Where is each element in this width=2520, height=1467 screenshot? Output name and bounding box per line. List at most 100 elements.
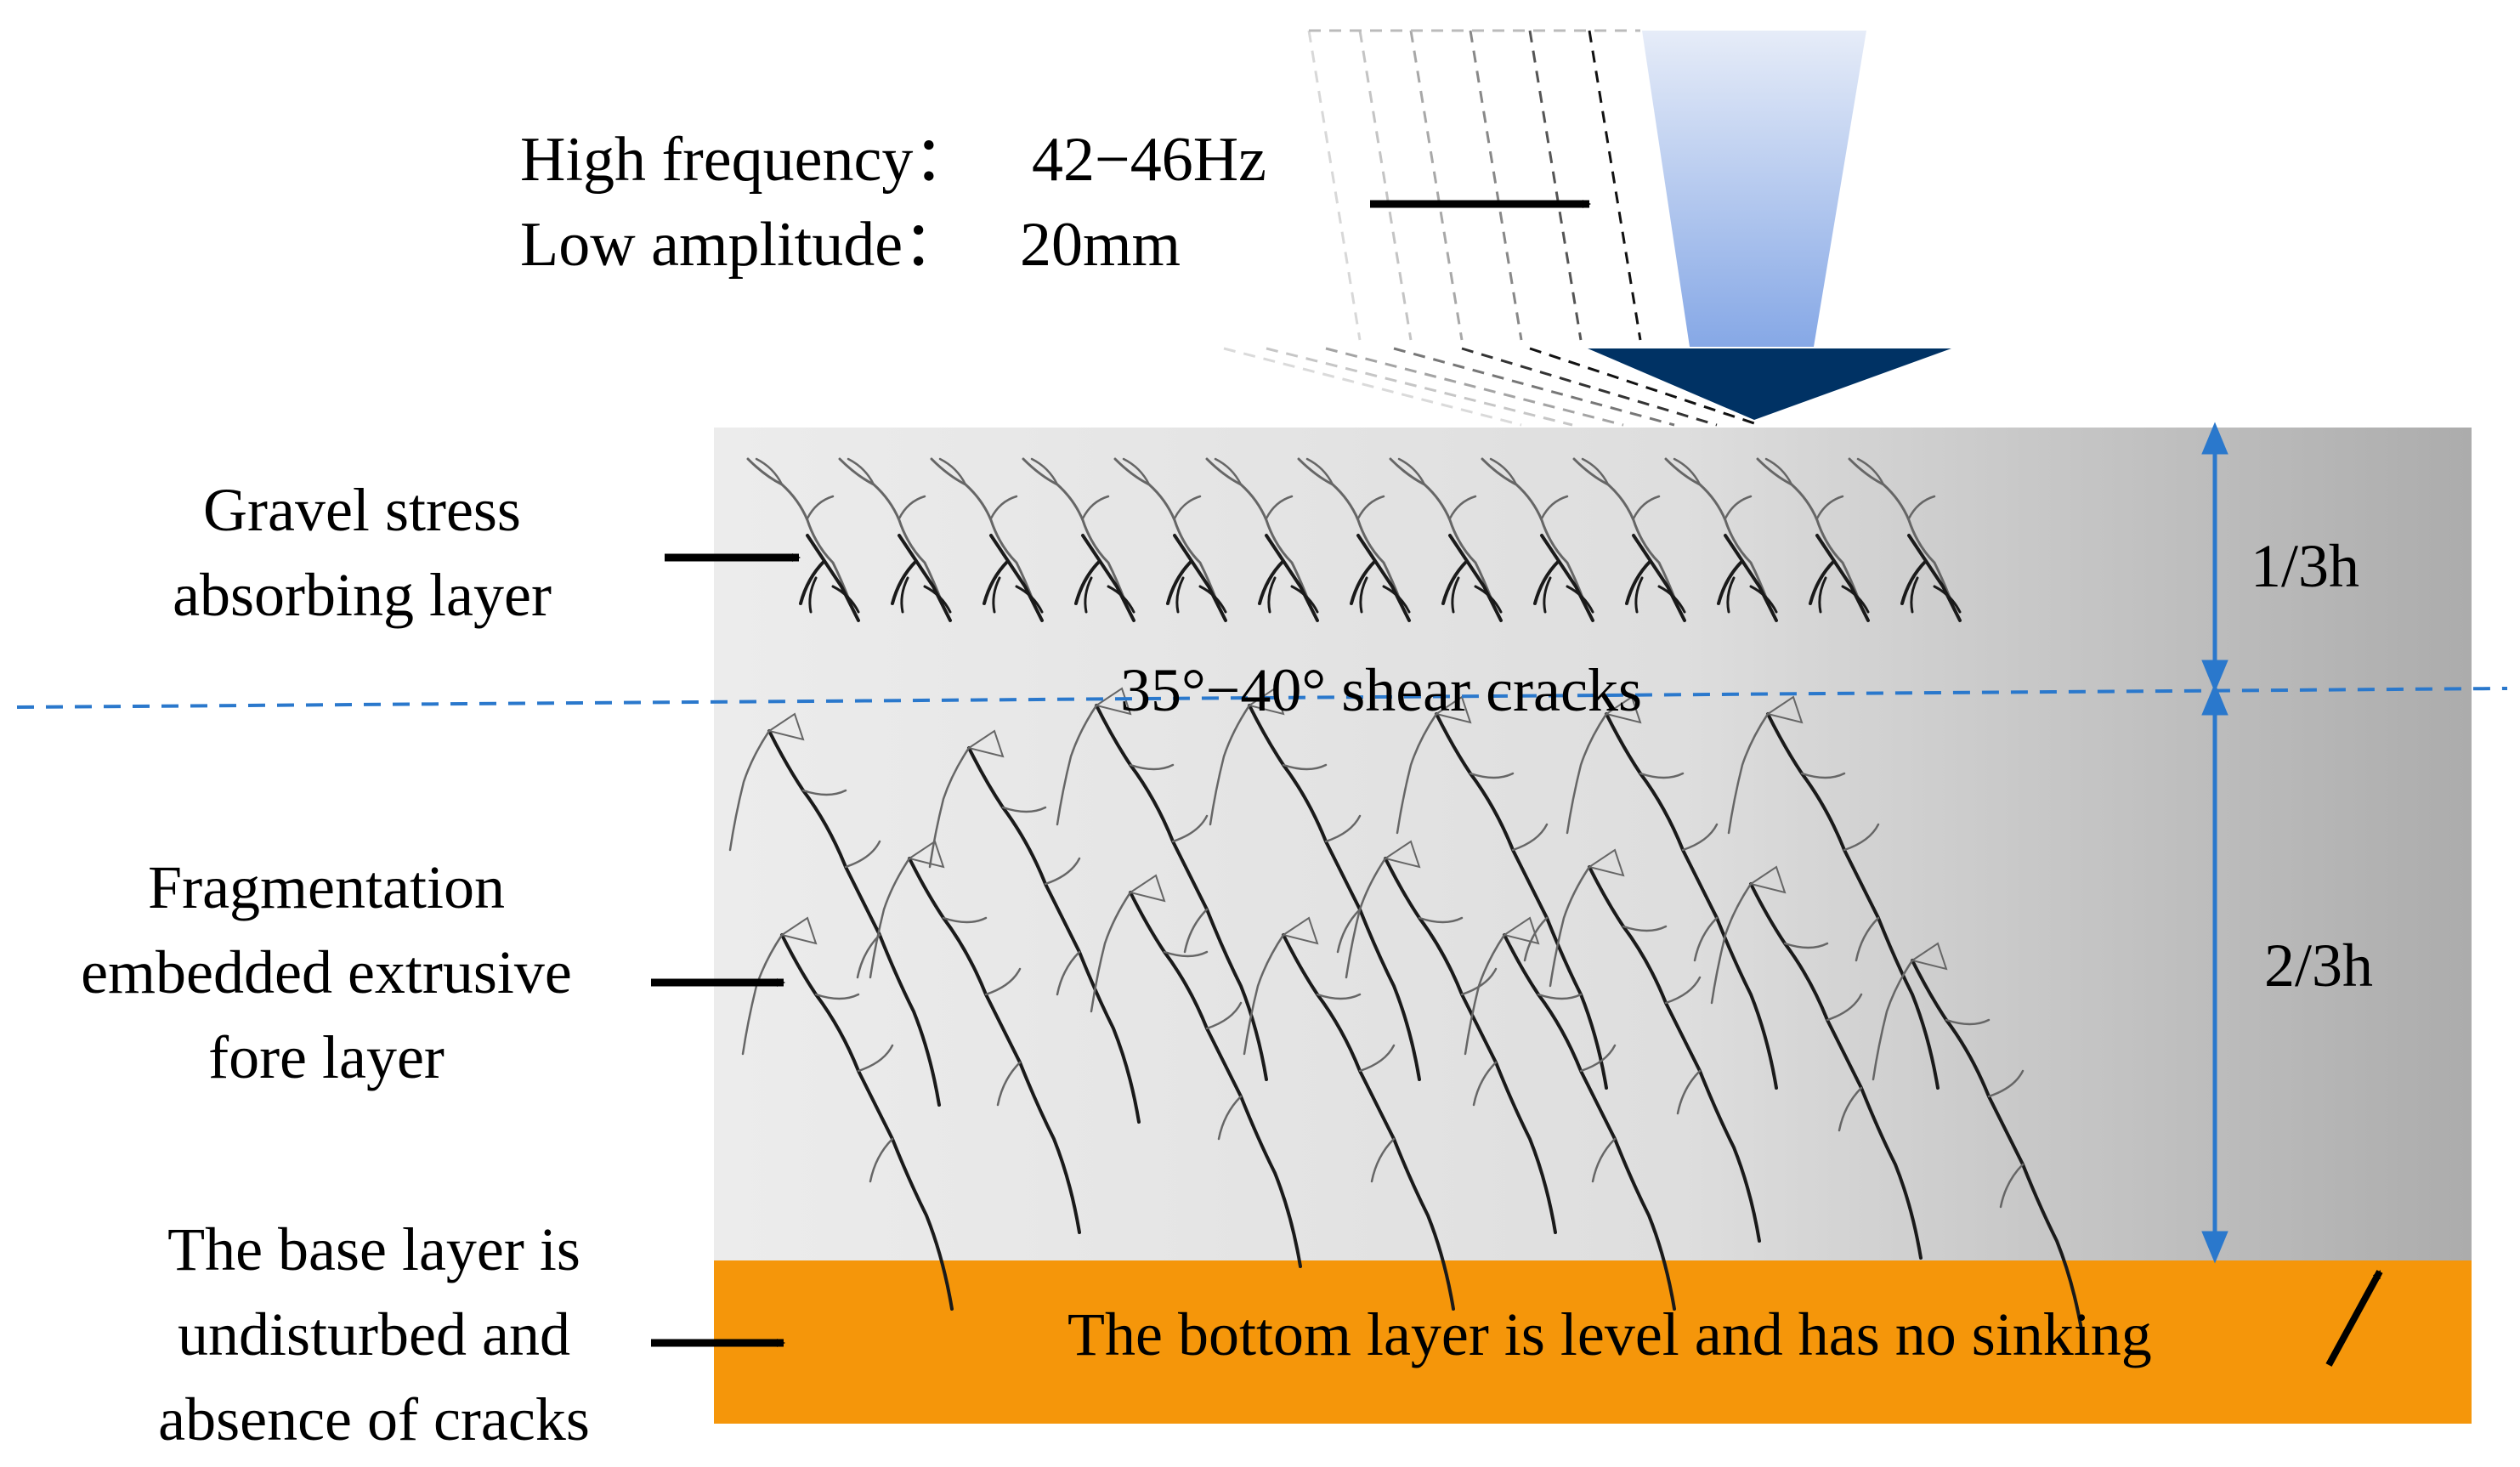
crack-line — [1441, 534, 1503, 622]
crack-line — [1856, 457, 1936, 520]
crack-line — [1396, 712, 1549, 962]
crack-line — [1030, 457, 1110, 520]
crack-line — [907, 840, 945, 869]
soil-body — [714, 428, 2472, 1260]
crack-line — [1175, 576, 1227, 614]
layer-boundary-line — [16, 687, 2508, 709]
crack-line — [1359, 576, 1411, 614]
crack-line — [799, 534, 860, 622]
crack-line — [1056, 704, 1209, 954]
crack-line — [966, 729, 1005, 758]
dimension-bottom-label: 2/3h — [2264, 932, 2373, 1000]
crack-line — [1809, 534, 1870, 622]
crack-line — [1872, 959, 2024, 1209]
crack-line — [1910, 942, 1948, 971]
crack-line — [1464, 933, 1617, 1183]
crack-line — [938, 457, 1018, 520]
crack-line — [1634, 576, 1686, 614]
crack-line — [1756, 457, 1861, 603]
crack-line — [1604, 695, 1642, 724]
amplitude-value: 20mm — [1020, 210, 1181, 280]
crack-line — [1350, 534, 1411, 622]
crack-line — [1818, 576, 1870, 614]
crack-line — [1533, 534, 1594, 622]
base-label-line1: The base layer is — [167, 1215, 580, 1283]
fragment-label-line3: fore layer — [208, 1023, 445, 1091]
crack-line — [928, 746, 1081, 996]
crack-line — [755, 457, 835, 520]
frequency-label: High frequency： — [520, 125, 976, 195]
crack-line — [1710, 882, 1863, 1132]
crack-line — [869, 857, 1022, 1107]
crack-line — [1383, 840, 1421, 869]
crack-line — [1022, 457, 1127, 603]
crack-line — [1727, 712, 1880, 962]
crack-line — [1489, 457, 1569, 520]
shear-crack-label: 35°−40° shear cracks — [1120, 656, 1642, 724]
roller-motion-lines — [1223, 29, 1760, 427]
crack-line — [1900, 534, 1962, 622]
crack-line — [983, 534, 1044, 622]
crack-line — [1451, 576, 1503, 614]
base-label-line3: absence of cracks — [158, 1385, 590, 1453]
crack-line — [1587, 848, 1625, 877]
crack-line — [838, 457, 943, 603]
frequency-value: 42−46Hz — [1032, 125, 1266, 195]
crack-line — [746, 457, 852, 603]
crack-line — [1481, 457, 1586, 603]
crack-line — [767, 712, 805, 741]
roller-plate — [1588, 348, 1951, 420]
base-layer — [714, 1260, 2472, 1424]
crack-line — [930, 457, 1035, 603]
crack-group — [728, 457, 2084, 1336]
crack-line — [1673, 457, 1753, 520]
crack-line — [1543, 576, 1594, 614]
crack-line — [1549, 865, 1702, 1115]
fragment-label-line2: embedded extrusive — [81, 938, 572, 1006]
crack-line — [1305, 457, 1385, 520]
crack-line — [1094, 687, 1132, 716]
crack-line — [1566, 712, 1719, 962]
crack-line — [1128, 874, 1166, 903]
crack-line — [1625, 534, 1686, 622]
crack-line — [1572, 457, 1678, 603]
roller-drum — [1642, 31, 1866, 347]
crack-line — [1258, 534, 1319, 622]
dimension-top-label: 1/3h — [2251, 532, 2359, 600]
crack-line — [1389, 457, 1494, 603]
crack-line — [1764, 457, 1844, 520]
crack-line — [1166, 534, 1227, 622]
dimension-arrows — [2201, 422, 2228, 1264]
crack-line — [1848, 457, 1953, 603]
crack-line — [1113, 457, 1219, 603]
crack-line — [1074, 534, 1135, 622]
amplitude-label: Low amplitude： — [520, 210, 966, 280]
crack-line — [1397, 457, 1477, 520]
crack-line — [1717, 534, 1778, 622]
crack-line — [1243, 933, 1396, 1183]
crack-line — [891, 534, 952, 622]
crack-line — [728, 729, 881, 979]
crack-line — [1664, 457, 1770, 603]
crack-line — [779, 916, 818, 945]
bottom-arrow — [2325, 1270, 2383, 1367]
crack-line — [1910, 576, 1962, 614]
crack-line — [1297, 457, 1402, 603]
base-label-line2: undisturbed and — [178, 1300, 570, 1368]
gravel-label-line2: absorbing layer — [173, 561, 552, 629]
crack-line — [1345, 857, 1498, 1107]
crack-line — [1502, 916, 1540, 945]
crack-line — [1090, 891, 1243, 1141]
crack-line — [1084, 576, 1135, 614]
crack-line — [1214, 457, 1294, 520]
crack-line — [1726, 576, 1778, 614]
crack-line — [1748, 865, 1787, 894]
crack-line — [847, 457, 926, 520]
crack-line — [1122, 457, 1202, 520]
bottom-layer-label: The bottom layer is level and has no sin… — [1067, 1300, 2152, 1368]
crack-line — [1209, 704, 1362, 954]
crack-line — [1205, 457, 1311, 603]
crack-line — [1765, 695, 1804, 724]
crack-line — [992, 576, 1044, 614]
